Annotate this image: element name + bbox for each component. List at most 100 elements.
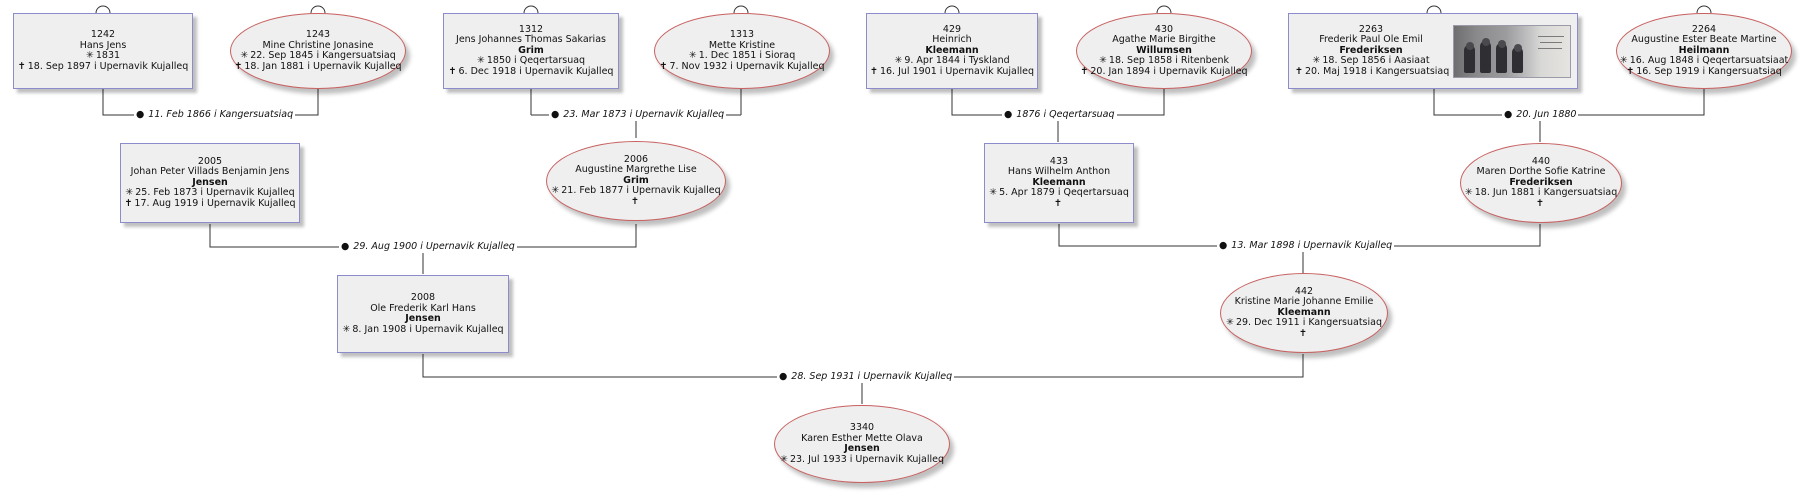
person-2006[interactable]: 2006 Augustine Margrethe Lise Grim ✳21. …: [546, 141, 726, 221]
person-433[interactable]: 433 Hans Wilhelm Anthon Kleemann ✳5. Apr…: [984, 143, 1134, 223]
death-icon: ✝: [1299, 327, 1307, 339]
death-icon: ✝: [448, 65, 457, 77]
person-surname: Jensen: [405, 313, 441, 324]
person-id: 430: [1154, 23, 1174, 35]
person-id: 1313: [729, 29, 755, 40]
person-2005[interactable]: 2005 Johan Peter Villads Benjamin Jens J…: [120, 143, 300, 223]
birth-icon: ✳: [240, 50, 249, 61]
person-id: 2006: [623, 153, 649, 165]
person-death: ✝: [1299, 327, 1309, 340]
person-given-names: Hans Wilhelm Anthon: [1007, 166, 1111, 178]
birth-icon: ✳: [1226, 317, 1234, 329]
photo-figure: [1480, 41, 1491, 73]
person-id: 440: [1531, 155, 1551, 167]
person-surname: Frederiksen: [1509, 176, 1573, 188]
person-birth: ✳16. Aug 1848 i Qeqertarsuatsiaat: [1619, 55, 1789, 67]
marriage-label[interactable]: ●1876 i Qeqertarsuaq: [1002, 109, 1117, 121]
person-1312[interactable]: 1312 Jens Johannes Thomas Sakarias Grim …: [443, 13, 619, 89]
birth-icon: ✳: [989, 187, 998, 199]
marriage-label[interactable]: ●11. Feb 1866 i Kangersuatsiaq: [134, 109, 296, 121]
death-icon: ✝: [659, 60, 668, 72]
person-death: ✝17. Aug 1919 i Upernavik Kujalleq: [124, 197, 296, 209]
marriage-label[interactable]: ●20. Jun 1880: [1502, 109, 1579, 121]
birth-icon: ✳: [779, 453, 788, 465]
person-death: ✝: [631, 196, 641, 208]
person-1243[interactable]: 1243 Mine Christine Jonasine ✳22. Sep 18…: [230, 13, 406, 89]
person-3340[interactable]: 3340 Karen Esther Mette Olava Jensen ✳23…: [774, 405, 950, 483]
marriage-label[interactable]: ●29. Aug 1900 i Upernavik Kujalleq: [339, 241, 517, 253]
person-death: ✝: [1536, 198, 1546, 210]
person-birth: ✳21. Feb 1877 i Upernavik Kujalleq: [551, 185, 721, 197]
person-surname: Kleemann: [1277, 306, 1331, 318]
birth-icon: ✳: [551, 185, 560, 197]
person-birth: ✳22. Sep 1845 i Kangersuatsiaq: [240, 50, 396, 61]
birth-icon: ✳: [342, 323, 351, 335]
person-given-names: Maren Dorthe Sofie Katrine: [1476, 166, 1606, 178]
person-birth: ✳29. Dec 1911 i Kangersuatsiaq: [1226, 317, 1382, 329]
birth-icon: ✳: [1098, 55, 1107, 67]
death-icon: ✝: [869, 65, 878, 77]
person-2008[interactable]: 2008 Ole Frederik Karl Hans Jensen ✳8. J…: [337, 275, 509, 353]
person-death: ✝: [1054, 197, 1064, 210]
person-id: 2263: [1358, 23, 1384, 35]
person-440[interactable]: 440 Maren Dorthe Sofie Katrine Frederiks…: [1460, 143, 1622, 223]
person-id: 1242: [90, 29, 116, 40]
marriage-icon: ●: [1504, 109, 1513, 120]
marriage-icon: ●: [779, 371, 788, 382]
marriage-label[interactable]: ●13. Mar 1898 i Upernavik Kujalleq: [1217, 240, 1395, 252]
person-id: 2005: [197, 155, 223, 167]
person-surname: Frederiksen: [1339, 44, 1403, 56]
person-id: 429: [942, 23, 962, 35]
death-icon: ✝: [1626, 65, 1635, 77]
marriage-icon: ●: [341, 241, 350, 252]
photo-figure: [1464, 45, 1475, 73]
photo-head: [1466, 42, 1474, 50]
person-given-names: Hans Jens: [79, 39, 127, 51]
person-2264[interactable]: 2264 Augustine Ester Beate Martine Heilm…: [1616, 13, 1792, 89]
person-1313[interactable]: 1313 Mette Kristine ✳1. Dec 1851 i Siora…: [654, 13, 830, 89]
person-birth: ✳25. Feb 1873 i Upernavik Kujalleq: [125, 187, 295, 199]
person-given-names: Augustine Margrethe Lise: [575, 164, 697, 176]
person-birth: ✳5. Apr 1879 i Qeqertarsuaq: [989, 187, 1129, 199]
death-icon: ✝: [17, 60, 26, 72]
person-given-names: Augustine Ester Beate Martine: [1631, 34, 1777, 46]
person-death: ✝6. Dec 1918 i Upernavik Kujalleq: [448, 65, 614, 77]
person-given-names: Mette Kristine: [708, 39, 776, 51]
birth-icon: ✳: [894, 55, 903, 67]
death-icon: ✝: [1295, 65, 1303, 77]
photo-head: [1498, 40, 1506, 48]
person-death: ✝20. Jan 1894 i Upernavik Kujalleq: [1080, 65, 1248, 77]
birth-icon: ✳: [1464, 187, 1473, 199]
person-birth: ✳18. Sep 1858 i Ritenbenk: [1098, 55, 1230, 67]
death-icon: ✝: [124, 197, 133, 209]
marriage-icon: ●: [1219, 240, 1228, 251]
person-death: ✝18. Sep 1897 i Upernavik Kujalleq: [17, 60, 189, 72]
person-430[interactable]: 430 Agathe Marie Birgithe Willumsen ✳18.…: [1076, 13, 1252, 89]
person-death: ✝16. Sep 1919 i Kangersuatsiaq: [1626, 65, 1782, 77]
person-id: 1243: [305, 29, 331, 40]
marriage-label[interactable]: ●23. Mar 1873 i Upernavik Kujalleq: [549, 109, 727, 121]
photo-head: [1514, 44, 1522, 52]
person-given-names: Agathe Marie Birgithe: [1112, 34, 1216, 46]
person-birth: ✳18. Sep 1856 i Aasiaat: [1312, 55, 1430, 67]
person-given-names: Ole Frederik Karl Hans: [370, 302, 476, 314]
person-photo[interactable]: [1453, 25, 1571, 78]
birth-icon: ✳: [85, 50, 94, 61]
person-429[interactable]: 429 Heinrich Kleemann ✳9. Apr 1844 i Tys…: [866, 13, 1038, 89]
person-surname: Grim: [623, 174, 649, 186]
death-icon: ✝: [1054, 197, 1062, 209]
photo-writing: [1540, 42, 1562, 43]
person-birth: ✳9. Apr 1844 i Tyskland: [894, 55, 1010, 67]
person-442[interactable]: 442 Kristine Marie Johanne Emilie Kleema…: [1220, 273, 1388, 353]
person-birth: ✳8. Jan 1908 i Upernavik Kujalleq: [342, 323, 504, 335]
person-1242[interactable]: 1242 Hans Jens ✳1831 ✝18. Sep 1897 i Upe…: [13, 13, 193, 89]
person-birth: ✳23. Jul 1933 i Upernavik Kujalleq: [779, 453, 945, 465]
person-given-names: Mine Christine Jonasine: [262, 39, 374, 51]
marriage-label[interactable]: ●28. Sep 1931 i Upernavik Kujalleq: [777, 371, 955, 383]
person-given-names: Kristine Marie Johanne Emilie: [1234, 296, 1374, 308]
person-surname: Kleemann: [925, 44, 979, 56]
person-surname: Jensen: [844, 443, 880, 454]
person-death: ✝7. Nov 1932 i Upernavik Kujalleq: [659, 60, 825, 72]
person-birth: ✳18. Jun 1881 i Kangersuatsiaq: [1464, 187, 1618, 199]
photo-figure: [1512, 47, 1523, 73]
